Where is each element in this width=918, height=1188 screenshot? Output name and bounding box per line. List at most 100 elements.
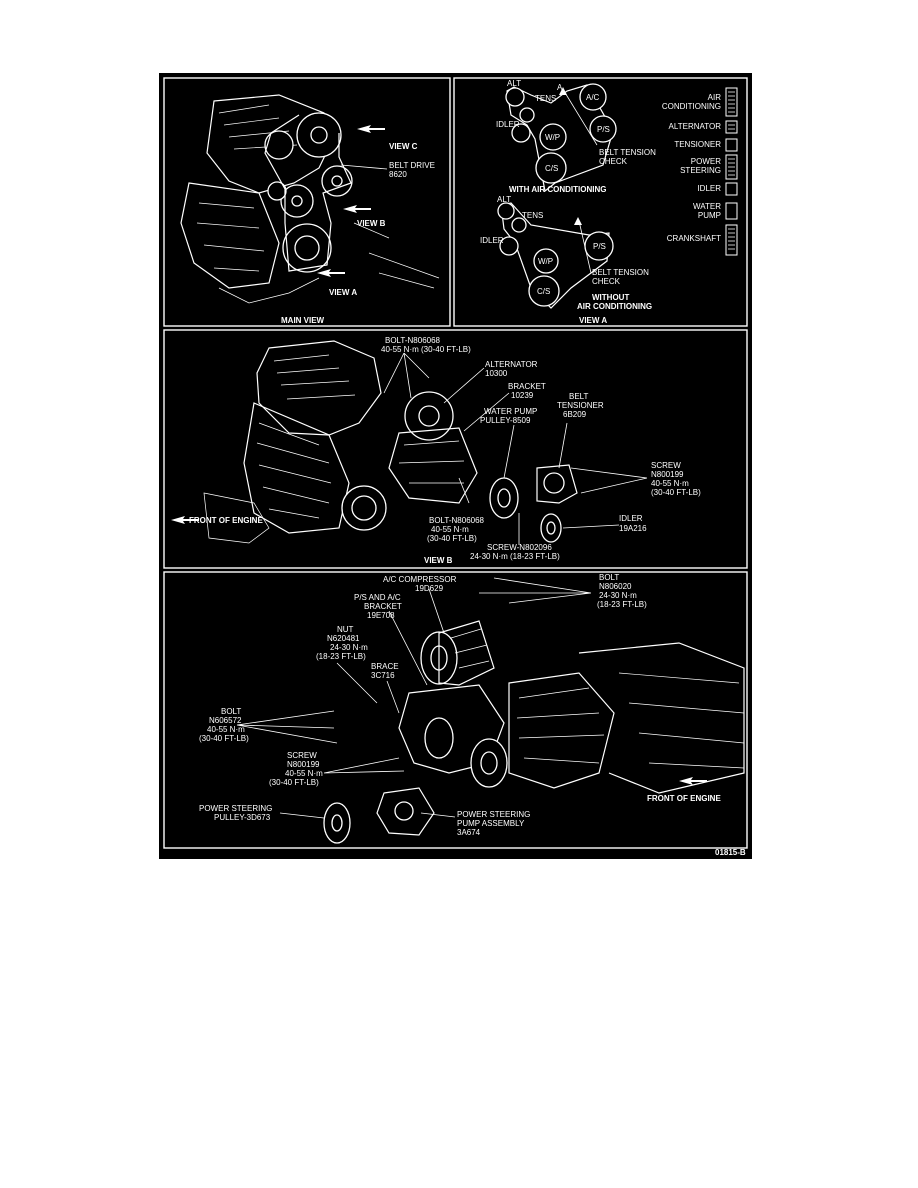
- screw-right-line1: SCREW: [651, 461, 681, 470]
- bracket-number: 10239: [511, 391, 534, 400]
- bolt-left-line3: 40-55 N·m: [207, 725, 245, 734]
- legend-crankshaft: CRANKSHAFT: [667, 234, 721, 243]
- screw-right-line2: N800199: [651, 470, 684, 479]
- legend-ac-line1: AIR: [708, 93, 722, 102]
- brace-number: 3C716: [371, 671, 395, 680]
- idler-number: 19A216: [619, 524, 647, 533]
- bolt-bottom-line1: BOLT-N806068: [429, 516, 485, 525]
- with-ac-check-label-1: BELT TENSION: [599, 148, 656, 157]
- ps-pump-line2: PUMP ASSEMBLY: [457, 819, 525, 828]
- with-ac-a-marker: A: [557, 83, 563, 92]
- bolt-right-line4: (18-23 FT-LB): [597, 600, 647, 609]
- with-ac-check-label-2: CHECK: [599, 157, 628, 166]
- without-ac-cs-label: C/S: [537, 287, 550, 296]
- view-c-front-arrow-icon: [679, 777, 707, 785]
- view-c-engine-drawing: [323, 620, 745, 844]
- with-ac-idler-label: IDLER: [496, 120, 520, 129]
- bolt-bottom-line3: (30-40 FT-LB): [427, 534, 477, 543]
- main-view-panel: VIEW C BELT DRIVE 8620 VIEW B VIEW A MAI…: [180, 94, 440, 325]
- without-ac-wp-label: W/P: [538, 257, 553, 266]
- bolt-top-line2: 40-55 N·m (30-40 FT-LB): [381, 345, 471, 354]
- view-c-label: VIEW C: [389, 142, 418, 151]
- tensioner-line2: TENSIONER: [557, 401, 604, 410]
- brace-label: BRACE: [371, 662, 399, 671]
- bolt-left-line4: (30-40 FT-LB): [199, 734, 249, 743]
- ps-pulley-line1: POWER STEERING: [199, 804, 272, 813]
- view-a-panel: ALT TENS IDLER A A/C P/S W/P C/S BELT TE…: [480, 79, 738, 325]
- bracket-label: BRACKET: [508, 382, 546, 391]
- bolt-top-line1: BOLT-N806068: [385, 336, 441, 345]
- view-c-front-of-engine: FRONT OF ENGINE: [647, 794, 721, 803]
- ps-bracket-number: 19E708: [367, 611, 395, 620]
- ps-bracket-line2: BRACKET: [364, 602, 402, 611]
- legend-ac-line2: CONDITIONING: [662, 102, 721, 111]
- nut-line1: NUT: [337, 625, 354, 634]
- alternator-number: 10300: [485, 369, 508, 378]
- screw-line3: 40-55 N·m: [285, 769, 323, 778]
- ps-pump-number: 3A674: [457, 828, 481, 837]
- belt-drive-number: 8620: [389, 170, 407, 179]
- with-ac-wp-label: W/P: [545, 133, 560, 142]
- legend-wp-line1: WATER: [693, 202, 721, 211]
- view-c-panel: A/C COMPRESSOR 19D629 BOLT N806020 24-30…: [199, 573, 745, 844]
- with-ac-alt-label: ALT: [507, 79, 521, 88]
- view-b-front-of-engine: FRONT OF ENGINE: [189, 516, 263, 525]
- with-ac-title: WITH AIR CONDITIONING: [509, 185, 606, 194]
- screw-line4: (30-40 FT-LB): [269, 778, 319, 787]
- ps-pulley-line2: PULLEY-3D673: [214, 813, 271, 822]
- tensioner-line1: BELT: [569, 392, 589, 401]
- legend-wp-line2: PUMP: [698, 211, 721, 220]
- bolt-left-line2: N606572: [209, 716, 242, 725]
- legend-ps-line2: STEERING: [680, 166, 721, 175]
- screw-line1: SCREW: [287, 751, 317, 760]
- without-ac-title-2: AIR CONDITIONING: [577, 302, 652, 311]
- screw-line2: N800199: [287, 760, 320, 769]
- ps-pump-line1: POWER STEERING: [457, 810, 530, 819]
- screw-bottom-line1: SCREW-N802096: [487, 543, 552, 552]
- water-pump-line2: PULLEY-8509: [480, 416, 531, 425]
- without-ac-a-marker: A: [575, 218, 581, 227]
- figure-id: 01815-B: [715, 848, 746, 857]
- without-ac-tens-label: TENS: [522, 211, 543, 220]
- idler-label: IDLER: [619, 514, 643, 523]
- screw-right-line3: 40-55 N·m: [651, 479, 689, 488]
- water-pump-line1: WATER PUMP: [484, 407, 537, 416]
- belt-section-legend: AIR CONDITIONING ALTERNATOR TENSIONER PO…: [662, 87, 738, 256]
- bolt-right-line2: N806020: [599, 582, 632, 591]
- view-b-panel: BOLT-N806068 40-55 N·m (30-40 FT-LB) ALT…: [171, 336, 701, 565]
- view-a-label: VIEW A: [329, 288, 357, 297]
- bolt-right-line1: BOLT: [599, 573, 619, 582]
- alternator-label: ALTERNATOR: [485, 360, 538, 369]
- view-b-label: VIEW B: [357, 219, 386, 228]
- view-c-arrow-icon: [357, 125, 385, 133]
- legend-alternator: ALTERNATOR: [669, 122, 722, 131]
- main-view-caption: MAIN VIEW: [281, 316, 325, 325]
- belt-drive-diagram: VIEW C BELT DRIVE 8620 VIEW B VIEW A MAI…: [159, 73, 752, 859]
- screw-right-line4: (30-40 FT-LB): [651, 488, 701, 497]
- without-ac-ps-label: P/S: [593, 242, 606, 251]
- with-ac-belt-routing: [505, 83, 617, 193]
- nut-line2: N620481: [327, 634, 360, 643]
- view-b-caption: VIEW B: [424, 556, 453, 565]
- view-b-arrow-icon: [343, 205, 371, 213]
- with-ac-ac-label: A/C: [586, 93, 600, 102]
- panel-borders: [163, 77, 748, 849]
- tensioner-number: 6B209: [563, 410, 587, 419]
- main-view-engine-drawing: [180, 94, 440, 304]
- with-ac-cs-label: C/S: [545, 164, 558, 173]
- without-ac-alt-label: ALT: [497, 195, 511, 204]
- view-a-caption: VIEW A: [579, 316, 607, 325]
- bolt-bottom-line2: 40-55 N·m: [431, 525, 469, 534]
- without-ac-belt-routing: [497, 202, 614, 309]
- nut-line4: (18-23 FT-LB): [316, 652, 366, 661]
- without-ac-idler-label: IDLER: [480, 236, 504, 245]
- belt-drive-label: BELT DRIVE: [389, 161, 435, 170]
- screw-bottom-line2: 24-30 N·m (18-23 FT-LB): [470, 552, 560, 561]
- view-b-engine-drawing: [203, 340, 578, 544]
- view-b-front-arrow-icon: [171, 516, 199, 524]
- legend-tensioner: TENSIONER: [674, 140, 721, 149]
- without-ac-title-1: WITHOUT: [592, 293, 629, 302]
- bolt-right-line3: 24-30 N·m: [599, 591, 637, 600]
- bolt-left-line1: BOLT: [221, 707, 241, 716]
- without-ac-check-label-2: CHECK: [592, 277, 621, 286]
